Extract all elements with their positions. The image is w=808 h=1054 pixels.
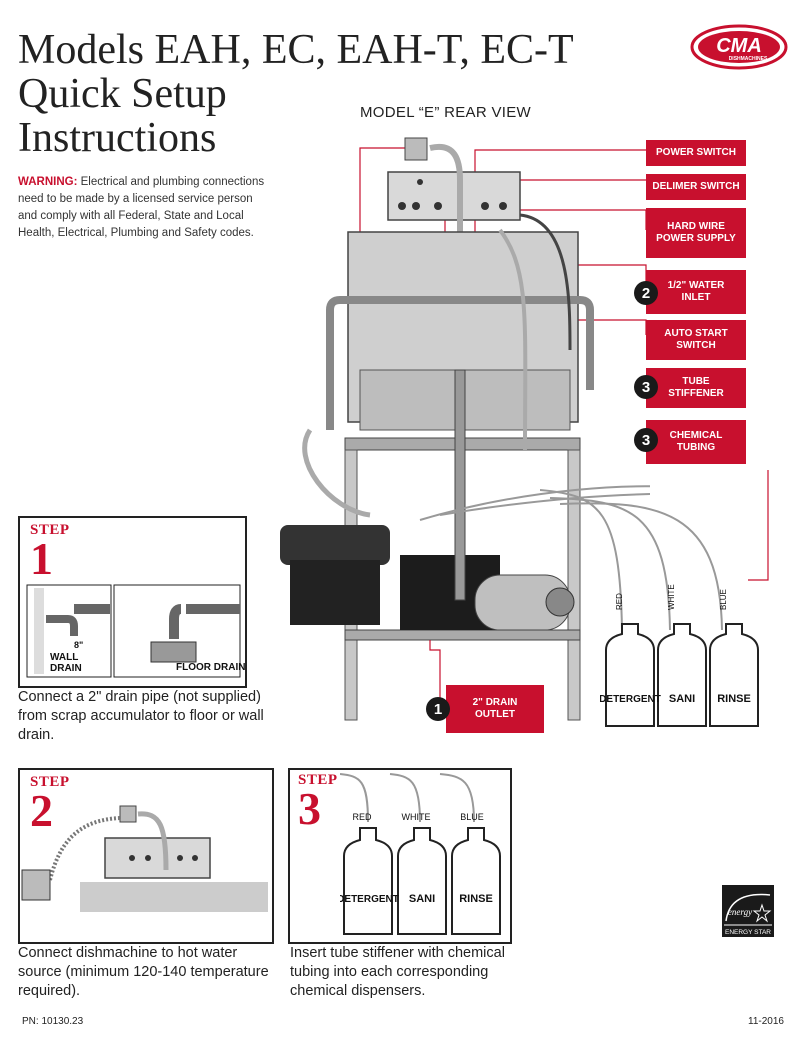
- chemical-tubing-lines: [540, 470, 769, 631]
- title-line-1: Models EAH, EC, EAH-T, EC-T: [18, 27, 574, 73]
- callout-delimer-switch: DELIMER SWITCH: [646, 174, 746, 200]
- step3-label: STEP 3: [298, 772, 338, 834]
- step-badge-2: 2: [634, 281, 658, 305]
- step3-white: WHITE: [402, 812, 431, 822]
- revision-date: 11-2016: [748, 1016, 784, 1027]
- step2-illustration: [21, 805, 268, 912]
- step-badge-1: 1: [426, 697, 450, 721]
- title-line-2: Quick Setup: [18, 71, 227, 117]
- step1-floor-label: FLOOR DRAIN: [176, 662, 246, 673]
- step1-illustration: 8": [26, 584, 241, 678]
- part-number: PN: 10130.23: [22, 1016, 84, 1027]
- cma-logo: CMA DISHMACHINES: [690, 24, 788, 70]
- step1-wall-label: WALL DRAIN: [50, 652, 82, 674]
- warning-label: WARNING:: [18, 176, 78, 188]
- step-badge-3b: 3: [634, 428, 658, 452]
- callout-power-switch: POWER SWITCH: [646, 140, 746, 166]
- step3-sani: SANI: [409, 893, 435, 905]
- step3-num: 3: [298, 783, 321, 834]
- step2-num: 2: [30, 785, 53, 836]
- step3-rinse: RINSE: [459, 893, 493, 905]
- callout-water-inlet: 1/2" WATER INLET: [646, 270, 746, 314]
- step2-caption: Connect dishmachine to hot water source …: [18, 945, 269, 999]
- chemical-bottles-main: RED WHITE BLUE DETERGENT SANI RINSE: [600, 584, 759, 727]
- bottle-blue-label: BLUE: [719, 589, 728, 610]
- step-badge-3a: 3: [634, 375, 658, 399]
- callout-chemical-tubing: CHEMICAL TUBING: [646, 420, 746, 464]
- bottle-detergent: DETERGENT: [600, 694, 661, 705]
- step1-caption: Connect a 2" drain pipe (not supplied) f…: [18, 689, 264, 743]
- callout-hard-wire: HARD WIRE POWER SUPPLY: [646, 208, 746, 258]
- logo-brand: CMA: [716, 35, 762, 57]
- bottle-sani: SANI: [669, 693, 695, 705]
- step2-label: STEP 2: [30, 774, 70, 836]
- bottle-rinse: RINSE: [717, 693, 751, 705]
- bottle-white-label: WHITE: [667, 584, 676, 610]
- warning-text: WARNING: Electrical and plumbing connect…: [18, 174, 268, 242]
- step3-illustration: RED WHITE BLUE DETERGENT SANI RINSE: [340, 773, 501, 935]
- callout-auto-start: AUTO START SWITCH: [646, 320, 746, 360]
- step1-num: 1: [30, 533, 53, 584]
- energy-star-script: energy: [728, 907, 752, 917]
- step1-dim: 8": [74, 640, 83, 650]
- step1-word: STEP: [30, 522, 70, 538]
- step3-blue: BLUE: [460, 812, 484, 822]
- callout-drain-outlet: 2" DRAIN OUTLET: [446, 685, 544, 733]
- warning-body: Electrical and plumbing connections need…: [18, 176, 265, 239]
- step2-word: STEP: [30, 774, 70, 790]
- callout-tube-stiffener: TUBE STIFFENER: [646, 368, 746, 408]
- step1-label: STEP 1: [30, 522, 70, 584]
- step3-word: STEP: [298, 772, 338, 788]
- rear-view-label: MODEL “E” REAR VIEW: [360, 104, 531, 121]
- bottle-red-label: RED: [615, 593, 624, 610]
- step3-caption: Insert tube stiffener with chemical tubi…: [290, 945, 505, 999]
- energy-star-logo: energy ENERGY STAR: [722, 885, 774, 937]
- step3-detergent: DETERGENT: [340, 894, 399, 905]
- page-title: Models EAH, EC, EAH-T, EC-T Quick Setup …: [18, 28, 574, 160]
- title-line-3: Instructions: [18, 115, 217, 161]
- energy-star-label: ENERGY STAR: [725, 929, 771, 936]
- logo-sub: DISHMACHINES: [729, 56, 768, 62]
- step3-red: RED: [352, 812, 372, 822]
